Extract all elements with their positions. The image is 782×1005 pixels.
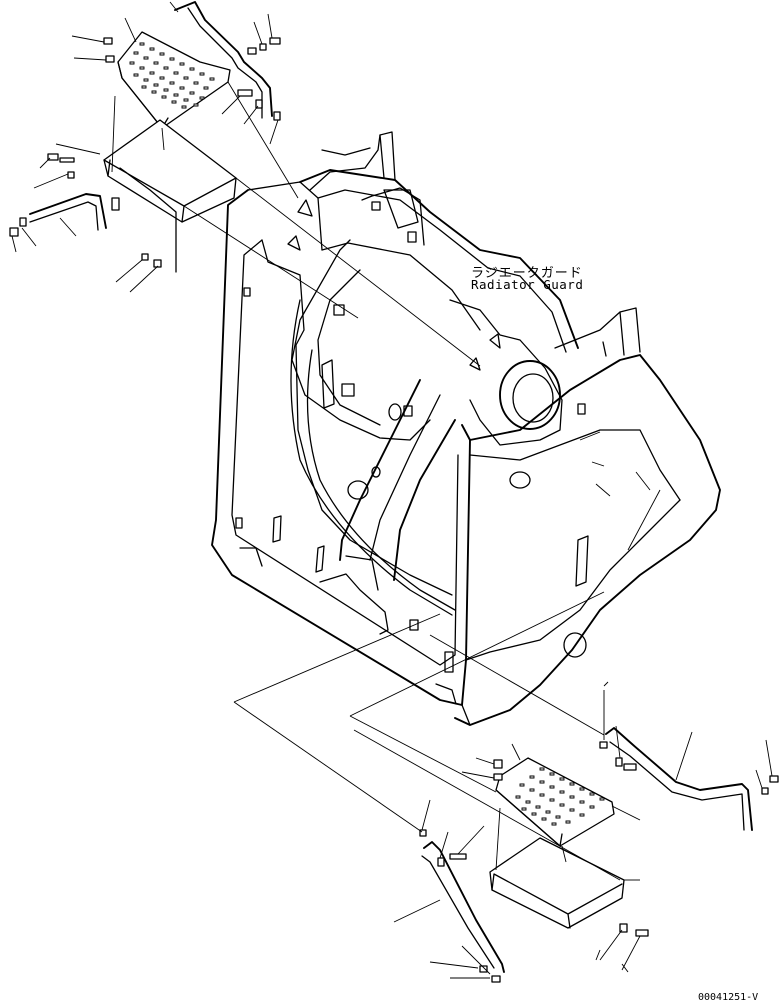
drawing-number: 00041251-V [698,992,759,1003]
top-step-plate [9,1,481,367]
bottom-step-plate [233,431,779,983]
callout-ticks [595,681,629,973]
step-plate-holes-bottom [515,767,605,826]
step-plate-holes-top [129,42,215,109]
label-radiator-guard: Radiator Guard [471,277,584,292]
radiator-guard-frame [211,131,721,726]
label-jp: ラジエータガード [471,266,583,281]
